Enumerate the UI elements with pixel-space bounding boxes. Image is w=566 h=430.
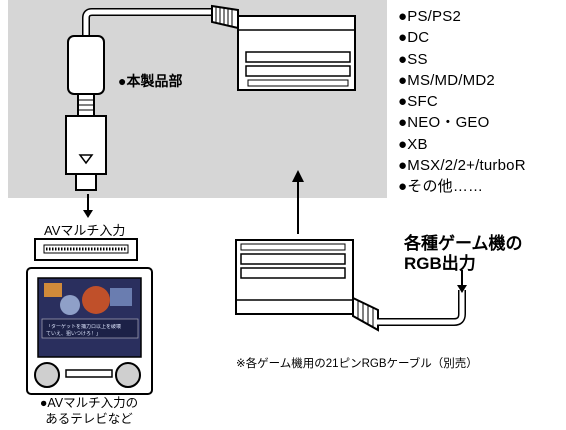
tv-speaker-right bbox=[115, 362, 141, 388]
console-item: ●その他…… bbox=[398, 178, 484, 196]
console-item: ●SS bbox=[398, 50, 428, 68]
rgb-output-line1: 各種ゲーム機の bbox=[404, 234, 523, 253]
console-item: ●XB bbox=[398, 135, 428, 153]
tv-label: ●AVマルチ入力の あるテレビなど bbox=[34, 395, 144, 427]
rgb-output-label: 各種ゲーム機の RGB出力 bbox=[404, 234, 523, 274]
tv-set bbox=[26, 267, 153, 395]
console-list: ●PS/PS2 ●DC ●SS ●MS/MD/MD2 ●SFC ●NEO・GEO… bbox=[398, 6, 526, 198]
console-item: ●PS/PS2 bbox=[398, 8, 461, 25]
tv-screen-text: 「ターゲットを捕力ロ以上を破壊 ていえ、狙いつけろ！」 bbox=[46, 324, 136, 338]
rgb-output-line2: RGB出力 bbox=[404, 254, 476, 273]
product-cable bbox=[83, 9, 214, 40]
tv-screen-line1: 「ターゲットを捕力ロ以上を破壊 bbox=[46, 324, 122, 330]
console-cable-outline bbox=[378, 290, 466, 326]
av-multi-plug bbox=[65, 35, 107, 191]
console-item: ●MSX/2/2+/turboR bbox=[398, 157, 526, 175]
console-item: ●SFC bbox=[398, 93, 438, 111]
tv-screen-line2: ていえ、狙いつけろ！」 bbox=[46, 331, 102, 337]
console-item: ●NEO・GEO bbox=[398, 114, 490, 132]
product-scart-connector bbox=[211, 4, 356, 91]
console-item: ●MS/MD/MD2 bbox=[398, 71, 495, 89]
cable-note: ※各ゲーム機用の21ピンRGBケーブル（別売） bbox=[236, 358, 478, 370]
tv-label-line1: ●AVマルチ入力の bbox=[39, 396, 139, 410]
tv-label-line2: あるテレビなど bbox=[45, 412, 133, 426]
tv-speaker-left bbox=[34, 362, 60, 388]
console-item: ●DC bbox=[398, 29, 430, 47]
product-label: ●本製品部 bbox=[118, 73, 183, 89]
console-cable bbox=[376, 290, 465, 325]
av-multi-port bbox=[34, 238, 138, 261]
av-port-label: AVマルチ入力 bbox=[44, 223, 126, 238]
console-scart-connector bbox=[235, 239, 379, 332]
